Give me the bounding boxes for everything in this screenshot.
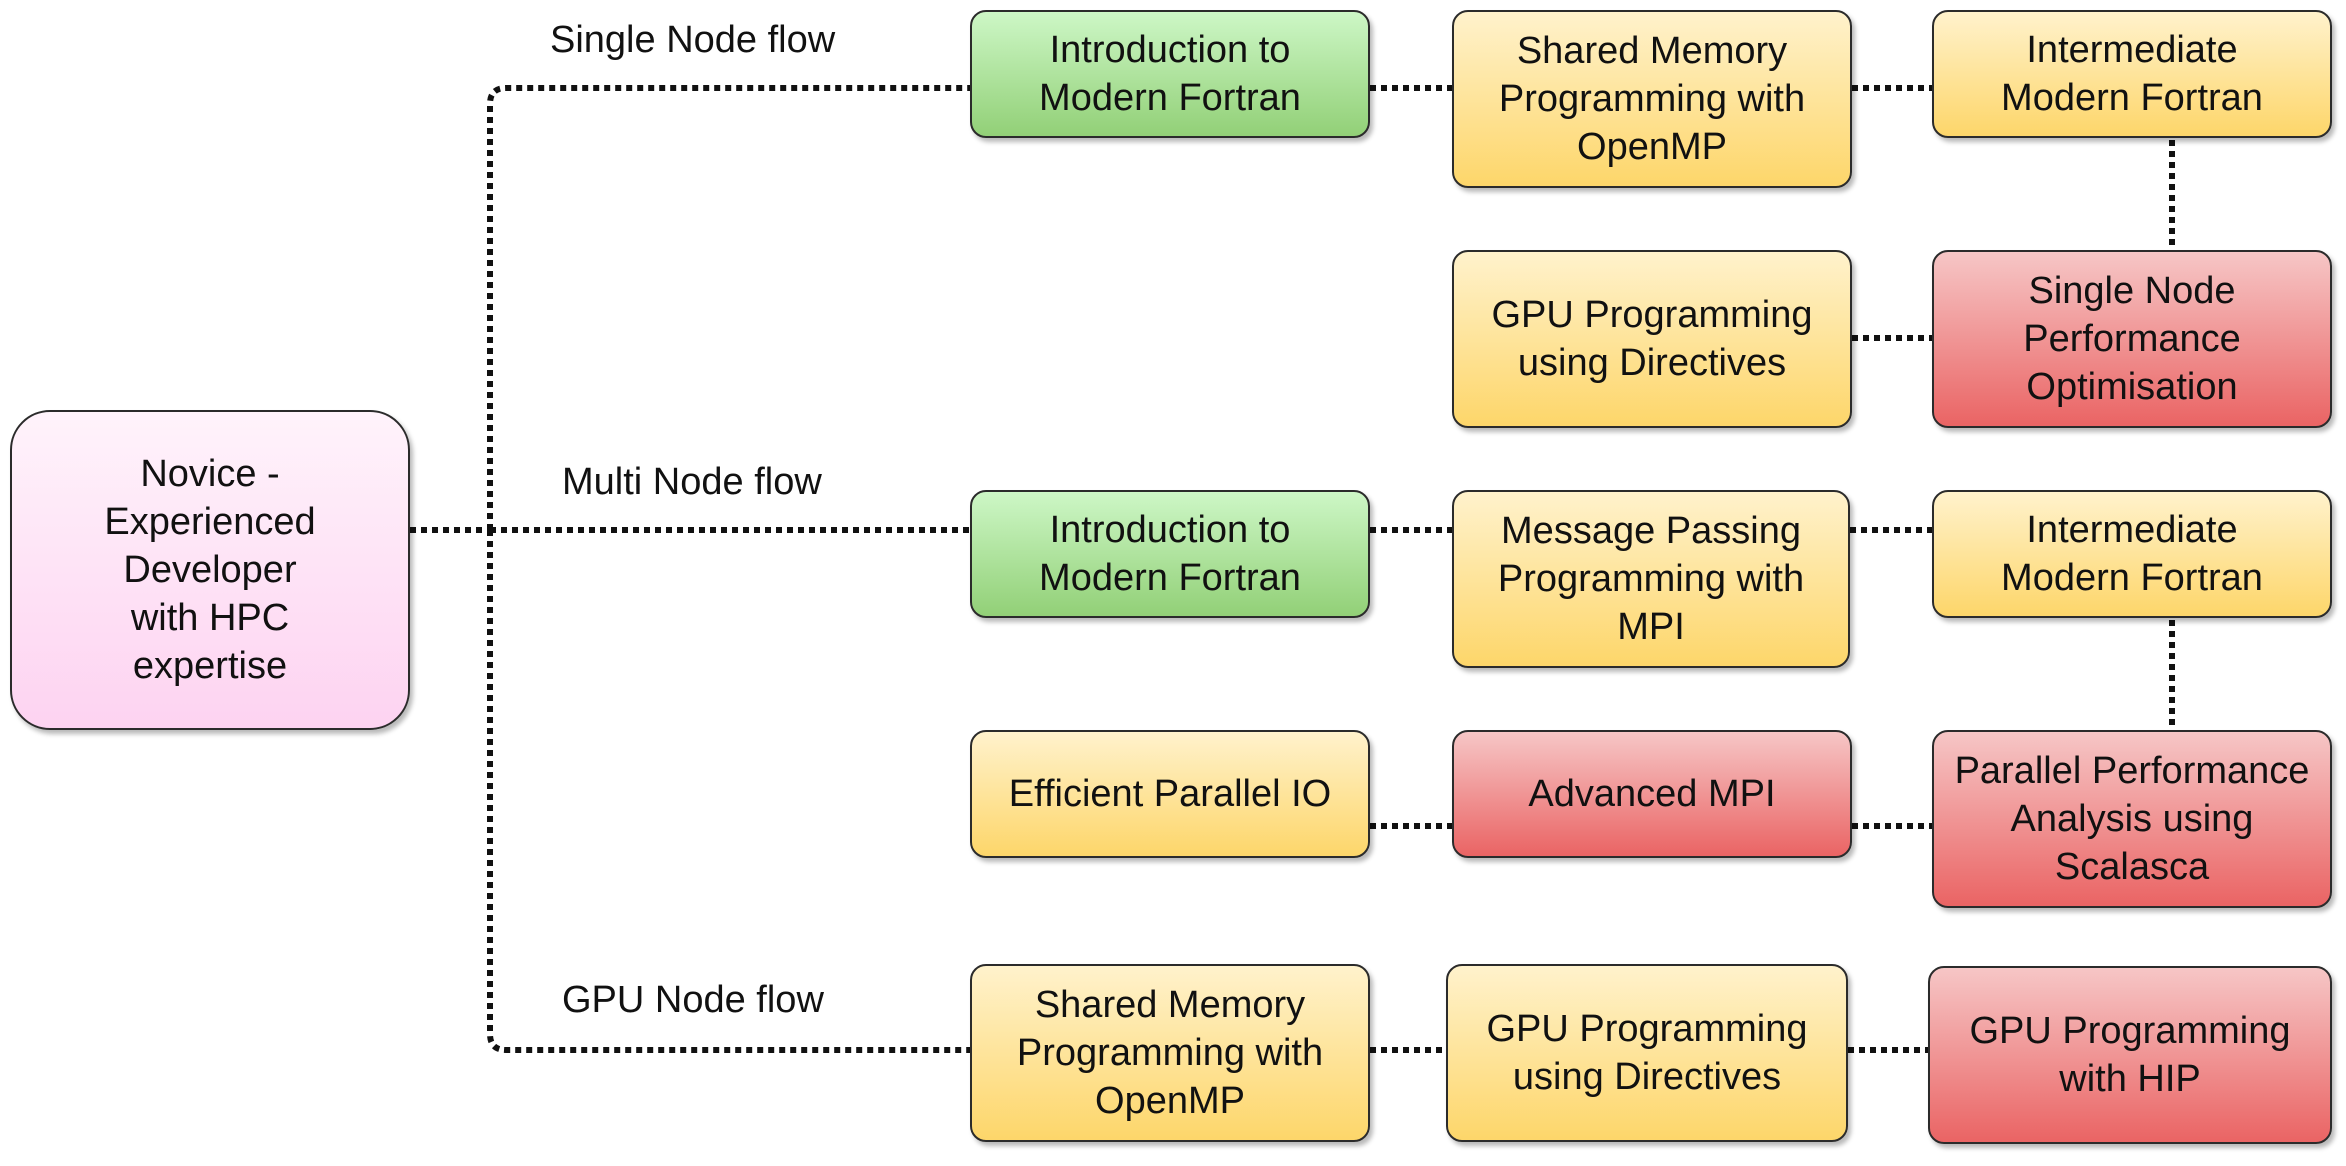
- node-label: Introduction to Modern Fortran: [1039, 29, 1301, 119]
- node-label: Single Node Performance Optimisation: [2023, 270, 2241, 408]
- node-label: GPU Programming using Directives: [1491, 294, 1813, 384]
- node-single-shared-memory-openmp: Shared Memory Programming with OpenMP: [1452, 10, 1852, 188]
- node-label: Intermediate Modern Fortran: [2001, 29, 2263, 119]
- node-label: Intermediate Modern Fortran: [2001, 509, 2263, 599]
- node-multi-parallel-performance-scalasca: Parallel Performance Analysis using Scal…: [1932, 730, 2332, 908]
- node-multi-advanced-mpi: Advanced MPI: [1452, 730, 1852, 858]
- node-label: Advanced MPI: [1528, 773, 1776, 815]
- node-single-intermediate-modern-fortran: Intermediate Modern Fortran: [1932, 10, 2332, 138]
- node-label: Shared Memory Programming with OpenMP: [1498, 30, 1806, 168]
- node-label: Message Passing Programming with MPI: [1497, 510, 1805, 648]
- gpu-node-flow-label: GPU Node flow: [562, 979, 824, 1021]
- node-label: Introduction to Modern Fortran: [1039, 509, 1301, 599]
- node-label: GPU Programming using Directives: [1486, 1008, 1808, 1098]
- node-multi-intro-modern-fortran: Introduction to Modern Fortran: [970, 490, 1370, 618]
- node-gpu-programming-directives: GPU Programming using Directives: [1446, 964, 1848, 1142]
- node-multi-efficient-parallel-io: Efficient Parallel IO: [970, 730, 1370, 858]
- node-gpu-shared-memory-openmp: Shared Memory Programming with OpenMP: [970, 964, 1370, 1142]
- node-label: Shared Memory Programming with OpenMP: [1016, 984, 1324, 1122]
- node-single-intro-modern-fortran: Introduction to Modern Fortran: [970, 10, 1370, 138]
- connector-single-branch: [487, 85, 970, 530]
- node-gpu-programming-hip: GPU Programming with HIP: [1928, 966, 2332, 1144]
- node-label: GPU Programming with HIP: [1969, 1010, 2291, 1100]
- node-label: Efficient Parallel IO: [1008, 773, 1332, 815]
- node-single-node-performance-optimisation: Single Node Performance Optimisation: [1932, 250, 2332, 428]
- root-node-label: Novice - Experienced Developer with HPC …: [104, 453, 316, 687]
- node-label: Parallel Performance Analysis using Scal…: [1954, 750, 2310, 888]
- connector-gpu-branch: [487, 530, 970, 1053]
- multi-node-flow-label: Multi Node flow: [562, 461, 822, 503]
- node-multi-intermediate-modern-fortran: Intermediate Modern Fortran: [1932, 490, 2332, 618]
- node-multi-message-passing-mpi: Message Passing Programming with MPI: [1452, 490, 1850, 668]
- root-node-developer-profile: Novice - Experienced Developer with HPC …: [10, 410, 410, 730]
- single-node-flow-label: Single Node flow: [550, 19, 836, 61]
- node-single-gpu-directives: GPU Programming using Directives: [1452, 250, 1852, 428]
